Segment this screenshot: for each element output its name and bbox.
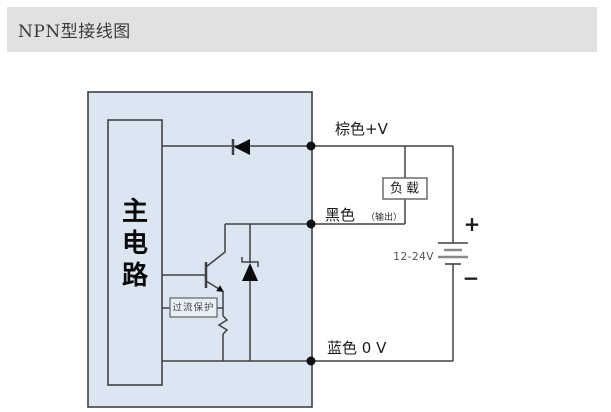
title-bar: NPN型接线图 [7,7,597,52]
main-circuit-label-char1: 主 [122,197,148,227]
page-title: NPN型接线图 [18,22,131,42]
battery-plus-sign: + [464,212,481,236]
blue-wire-label: 蓝色 0 V [327,339,387,357]
black-wire-output-note: （输出） [366,211,402,223]
resistor-icon [217,315,229,335]
black-junction-dot [306,219,316,229]
load-box [382,177,428,200]
npn-transistor-icon [162,224,226,292]
main-circuit-box [107,119,163,386]
blue-junction-dot [306,356,316,366]
reverse-protection-diode-icon [231,139,250,155]
overcurrent-protection-label: 过流保护 [172,302,214,314]
overcurrent-protection-box [169,297,218,318]
load-label: 负载 [390,182,422,197]
battery-minus-sign: − [463,266,480,290]
black-wire-label: 黑色 [325,206,355,224]
battery-icon [438,146,468,361]
main-circuit-label-char3: 路 [122,260,149,291]
brown-wire-label: 棕色+V [335,120,389,138]
zener-diode-icon [241,224,259,361]
main-circuit-label-char2: 电 [122,229,148,259]
battery-voltage-label: 12-24V [393,251,434,263]
brown-junction-dot [306,141,316,151]
